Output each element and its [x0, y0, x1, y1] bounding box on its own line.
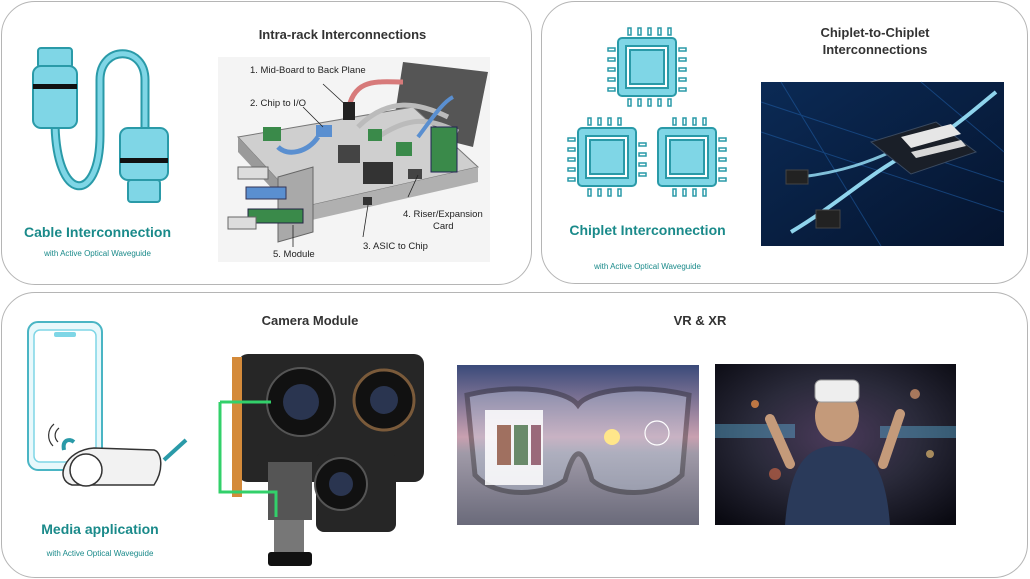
c2c-photo [760, 81, 1005, 247]
cable-subtitle: with Active Optical Waveguide [44, 249, 151, 258]
label-riser-card: Card [433, 221, 454, 232]
vrxr-title: VR & XR [673, 313, 727, 328]
c2c-title-line2: Interconnections [822, 42, 928, 57]
intra-rack-title: Intra-rack Interconnections [258, 27, 427, 42]
media-icon [27, 321, 188, 487]
label-chip-io: 2. Chip to I/O [250, 98, 306, 109]
vr-headset-photo [715, 364, 956, 525]
c2c-title: Chiplet-to-Chiplet Interconnections [790, 24, 960, 58]
chiplet-subtitle: with Active Optical Waveguide [594, 262, 701, 271]
label-riser: 4. Riser/Expansion [403, 209, 483, 220]
cable-icon [32, 47, 169, 203]
c2c-title-line1: Chiplet-to-Chiplet [820, 25, 930, 40]
camera-title: Camera Module [261, 313, 359, 328]
media-subtitle: with Active Optical Waveguide [46, 549, 154, 558]
cable-title: Cable Interconnection [23, 224, 172, 240]
label-mid-board: 1. Mid-Board to Back Plane [250, 65, 366, 76]
glasses-photo [457, 365, 699, 525]
chiplet-title: Chiplet Interconnection [569, 222, 726, 238]
intra-rack-illustration: 1. Mid-Board to Back Plane 2. Chip to I/… [218, 57, 490, 262]
chiplet-icon [567, 27, 727, 197]
camera-photo [218, 354, 424, 566]
media-title: Media application [41, 521, 159, 537]
label-asic: 3. ASIC to Chip [363, 241, 428, 252]
label-module: 5. Module [273, 249, 315, 260]
